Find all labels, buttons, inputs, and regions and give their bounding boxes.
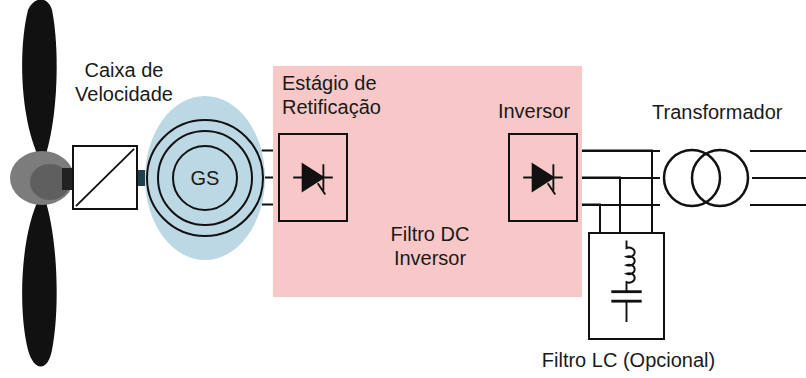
converter-region: Filtro DC InversorEstágio de Retificação… <box>273 66 582 297</box>
lc-filter-box: Filtro LC (Opcional) <box>588 232 665 340</box>
grid-lines <box>750 151 806 205</box>
node-label: Estágio de Retificação <box>282 71 402 119</box>
blade <box>22 0 57 160</box>
rectifier-box: Estágio de Retificação <box>278 133 348 222</box>
node-label: Transformador <box>652 100 802 124</box>
node-label: Filtro LC (Opcional) <box>510 348 747 372</box>
drive-shaft <box>138 170 145 186</box>
gear-symbol <box>74 147 136 208</box>
generator-circle: GS <box>145 96 265 260</box>
node-label: GS <box>145 164 265 192</box>
node-label: Caixa de Velocidade <box>68 58 180 106</box>
transformer-symbol: Transformador <box>660 146 752 210</box>
node-label: Inversor <box>474 99 594 123</box>
inverter-box: Inversor <box>508 133 578 222</box>
trafo-symbol <box>660 146 752 210</box>
diode-symbol <box>510 135 576 220</box>
node-label: Filtro DC Inversor <box>355 222 505 270</box>
lc-symbol <box>590 234 663 338</box>
power-line <box>578 151 652 233</box>
blade <box>22 196 57 367</box>
diode-symbol <box>280 135 346 220</box>
hub <box>10 151 74 205</box>
gearbox-box: Caixa de Velocidade <box>72 145 138 210</box>
